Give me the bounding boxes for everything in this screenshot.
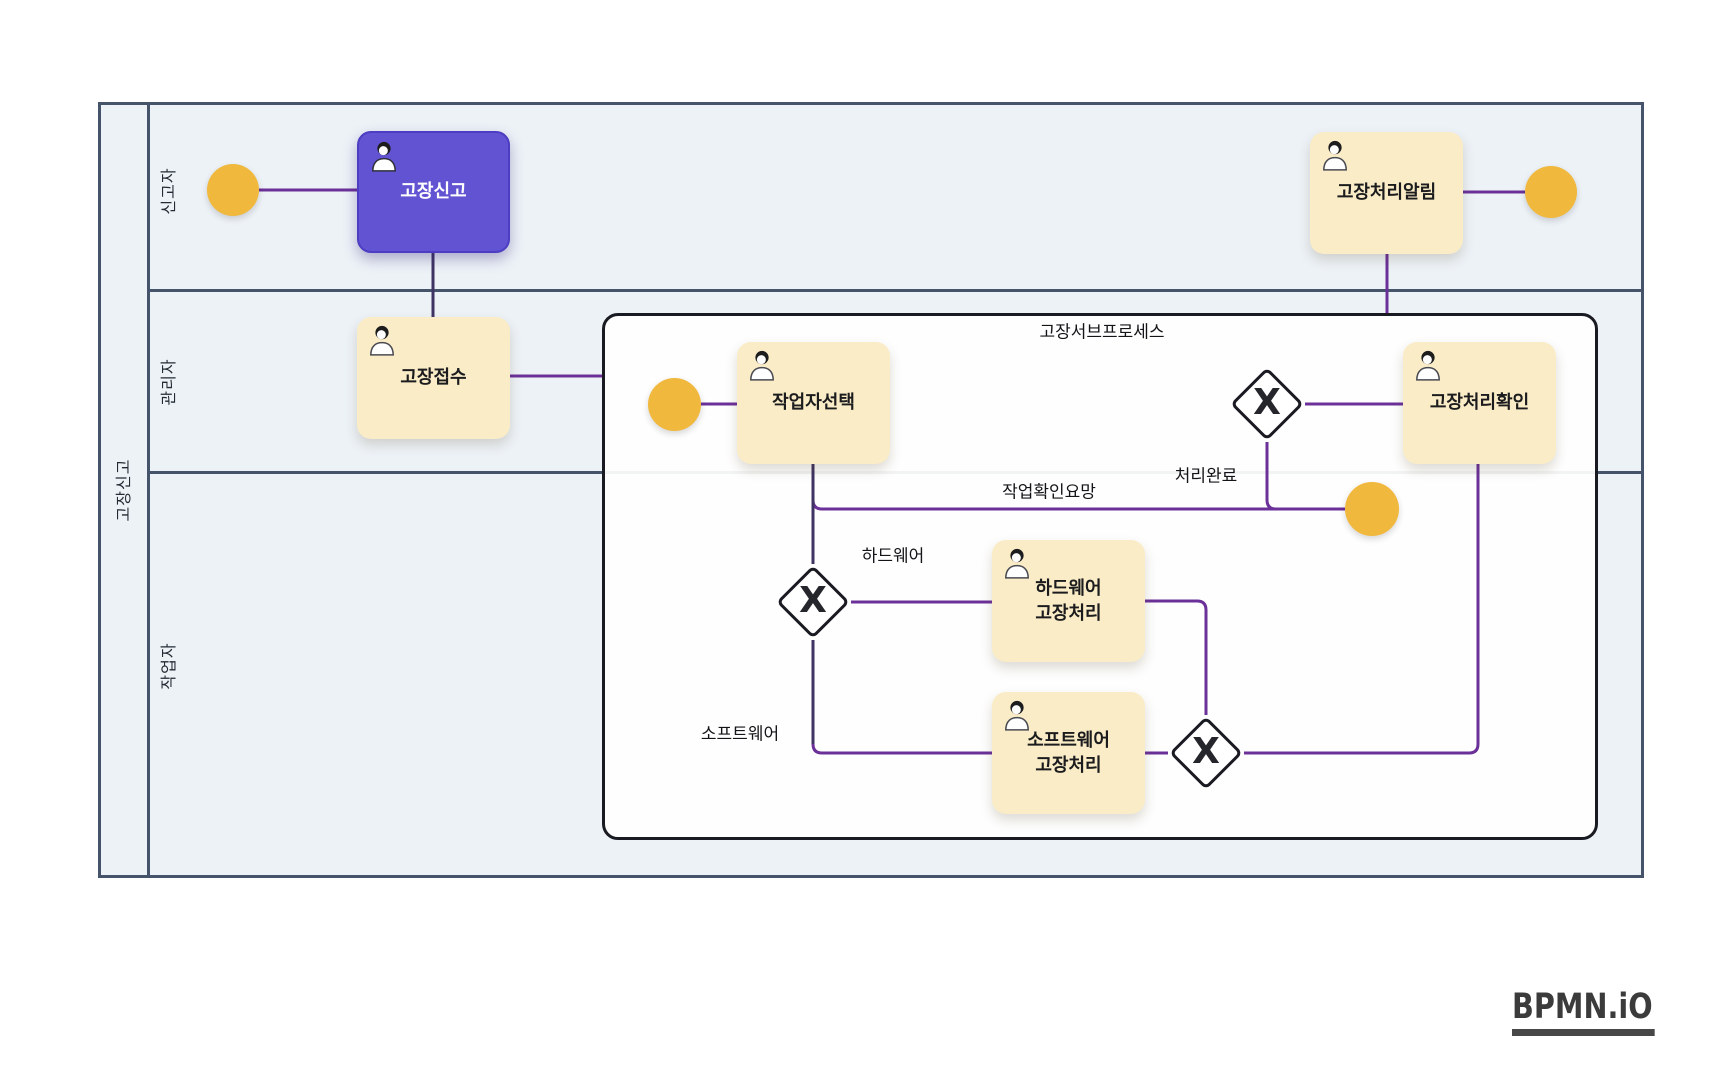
exclusive-gateway-merge[interactable]: X	[1168, 715, 1244, 791]
task-label: 소프트웨어 고장처리	[1027, 729, 1110, 775]
task-confirm-fix[interactable]: 고장처리확인	[1403, 342, 1556, 464]
task-label: 고장신고	[400, 181, 467, 202]
task-receive-fault[interactable]: 고장접수	[357, 317, 510, 439]
flow-hardware-to-merge[interactable]	[1145, 599, 1208, 715]
gateway-x-mark: X	[1253, 382, 1281, 423]
task-label: 작업자선택	[772, 392, 855, 413]
flow-label-work-confirm-request: 작업확인요망	[1002, 482, 1096, 502]
flow-gateway-to-software[interactable]	[811, 743, 992, 755]
user-task-icon	[747, 349, 777, 381]
end-event-subprocess[interactable]	[1345, 482, 1399, 536]
gateway-x-mark: X	[799, 580, 827, 621]
exclusive-gateway-decision[interactable]: X	[1229, 366, 1305, 442]
user-task-icon	[369, 140, 399, 172]
task-label: 고장접수	[400, 367, 467, 388]
task-label: 고장처리확인	[1429, 392, 1530, 413]
start-event-subprocess[interactable]	[648, 378, 701, 431]
bpmn-io-logo[interactable]: BPMN.iO	[1512, 988, 1655, 1036]
flow-decision-to-subend-done[interactable]	[1265, 442, 1345, 511]
flow-label-software: 소프트웨어	[700, 724, 780, 744]
gateway-x-mark: X	[1192, 731, 1220, 772]
subprocess-title: 고장서브프로세스	[1039, 322, 1165, 342]
task-notify-result[interactable]: 고장처리알림	[1310, 132, 1463, 254]
start-event-main[interactable]	[207, 164, 259, 216]
task-hardware-fix[interactable]: 하드웨어 고장처리	[992, 540, 1145, 662]
flow-label-hardware: 하드웨어	[861, 546, 925, 566]
task-software-fix[interactable]: 소프트웨어 고장처리	[992, 692, 1145, 814]
user-task-icon	[1002, 547, 1032, 579]
task-select-worker[interactable]: 작업자선택	[737, 342, 890, 464]
task-label: 하드웨어 고장처리	[1035, 577, 1102, 623]
flow-merge-to-confirm[interactable]	[1244, 464, 1480, 755]
exclusive-gateway-split[interactable]: X	[775, 564, 851, 640]
flow-label-processing-done: 처리완료	[1174, 466, 1238, 486]
end-event-main[interactable]	[1525, 166, 1577, 218]
user-task-icon	[1413, 349, 1443, 381]
user-task-icon	[367, 324, 397, 356]
lane-divider-1	[147, 289, 1641, 292]
user-task-icon	[1002, 699, 1032, 731]
pool-header-divider	[147, 105, 150, 875]
task-report-fault[interactable]: 고장신고	[357, 131, 510, 253]
task-label: 고장처리알림	[1336, 182, 1437, 203]
user-task-icon	[1320, 139, 1350, 171]
